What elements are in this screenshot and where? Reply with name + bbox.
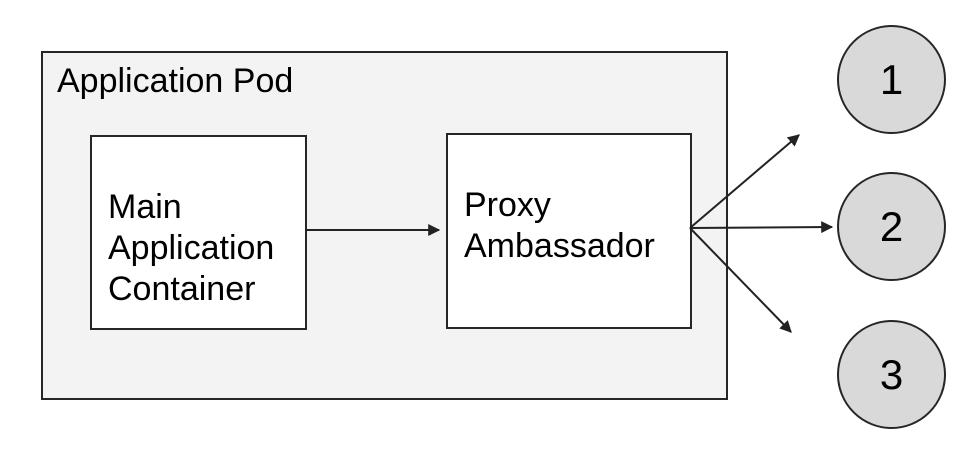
main-application-container-label: Main Application Container [108, 188, 275, 308]
endpoint-3-label: 3 [879, 350, 904, 398]
node-main-application-container: Main Application Container [90, 135, 307, 330]
proxy-ambassador-label: Proxy Ambassador [464, 186, 655, 265]
application-pod-label: Application Pod [57, 62, 294, 100]
endpoint-circle-1: 1 [837, 25, 946, 134]
application-pod-box: Application Pod Main Application Contain… [41, 51, 728, 400]
endpoint-1-label: 1 [879, 55, 904, 103]
endpoint-circle-3: 3 [837, 320, 946, 429]
endpoint-2-label: 2 [879, 202, 904, 250]
node-proxy-ambassador: Proxy Ambassador [446, 133, 692, 329]
endpoint-circle-2: 2 [837, 172, 946, 281]
